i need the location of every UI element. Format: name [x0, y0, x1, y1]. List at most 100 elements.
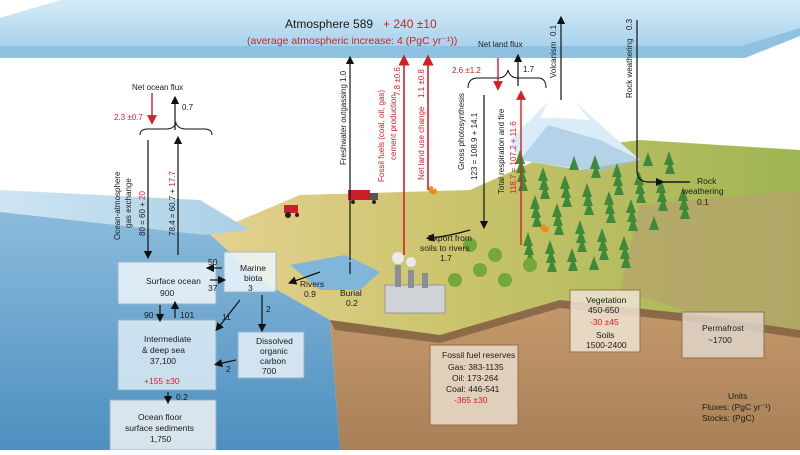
- marine-biota-value: 3: [248, 283, 253, 293]
- fossil-reserves-oil: Oil: 173-264: [452, 373, 499, 383]
- export-value: 1.7: [440, 253, 452, 263]
- flux-arrows: [139, 15, 690, 405]
- export-label-2: soils to rivers: [420, 243, 470, 253]
- burial-value: 0.2: [346, 298, 358, 308]
- rock-weathering-side-value: 0.1: [697, 197, 709, 207]
- net-land-flux-up: 1.7: [523, 65, 535, 74]
- atmosphere-labels: Atmosphere 589 + 240 ±10 (average atmosp…: [247, 17, 457, 47]
- rivers-label: Rivers: [300, 279, 324, 289]
- doc-label-3: carbon: [260, 356, 286, 366]
- total-respiration-label: Total respiration and fire: [497, 108, 506, 194]
- volcano-icon: [510, 95, 640, 172]
- net-land-flux-label: Net land flux: [478, 40, 522, 49]
- rock-weathering-side-labels: Rock weathering 0.1: [681, 176, 724, 207]
- svg-text:78.4 = 60.7 + 17.7: 78.4 = 60.7 + 17.7: [168, 170, 177, 236]
- marine-biota-label-2: biota: [244, 273, 263, 283]
- ocean-atm-up-red: 17.7: [168, 170, 177, 186]
- marine-biota-box: [223, 251, 277, 293]
- net-ocean-flux-up: 0.7: [182, 103, 194, 112]
- fossil-reserves-box: [429, 344, 519, 426]
- export-label-1: Export from: [428, 233, 472, 243]
- ocean-atm-down-red: 20: [138, 191, 147, 200]
- forest-icon: [448, 150, 690, 287]
- vegetation-change: -30 ±45: [590, 317, 619, 327]
- atmosphere-avg-increase: (average atmospheric increase: 4 (PgC yr…: [247, 35, 457, 47]
- net-ocean-flux-label: Net ocean flux: [132, 83, 183, 92]
- deep-sea-change: +155 ±30: [144, 376, 180, 386]
- fire-icon: [428, 186, 549, 233]
- soils-value: 1500-2400: [586, 340, 627, 350]
- fossil-reserves-label: Fossil fuel reserves: [442, 350, 515, 360]
- ocean-stock-labels: Surface ocean 900 Marine biota 3 50 37 9…: [125, 257, 293, 444]
- svg-text:80 = 60 + 20: 80 = 60 + 20: [138, 191, 147, 236]
- soils-label: Soils: [596, 330, 614, 340]
- ocean-floor-label-1: Ocean floor: [138, 412, 182, 422]
- ocean-floor-label-2: surface sediments: [125, 423, 194, 433]
- factory-icon: [384, 252, 446, 314]
- ocean-floor-value: 1,750: [150, 434, 172, 444]
- permafrost-label: Permafrost: [702, 323, 744, 333]
- net-land-use-label: Net land use change: [417, 106, 426, 180]
- freshwater-outgassing-label: Freshwater outgassing: [339, 84, 348, 165]
- doc-box: [237, 331, 305, 379]
- units-stocks: Stocks: (PgC): [702, 413, 755, 423]
- surface-ocean-value: 900: [160, 288, 174, 298]
- truck-icon: [348, 190, 378, 204]
- gross-photosynthesis-label: Gross photosynthesis: [457, 93, 466, 170]
- ocean-atm-label-2: gas exchange: [124, 178, 133, 228]
- net-ocean-flux-labels: Net ocean flux 2.3 ±0.7 0.7: [114, 83, 194, 122]
- vertical-flux-labels: Freshwater outgassing 1.0 Fossil fuels (…: [339, 18, 634, 194]
- volcanism-value: 0.1: [549, 24, 558, 36]
- total-respiration-value: 118.7 = 107.2 + 11.6: [509, 121, 518, 194]
- fossil-fuels-label-1: Fossil fuels (coal, oil, gas): [377, 90, 386, 182]
- doc-label-1: Dissolved: [256, 336, 293, 346]
- flux-2b: 2: [226, 364, 231, 374]
- flux-50: 50: [208, 257, 218, 267]
- ocean-atm-up: 78.4 = 60.7 +: [168, 189, 177, 236]
- units-legend: Units Fluxes: (PgC yr⁻¹) Stocks: (PgC): [702, 391, 771, 423]
- rivers-burial-labels: Rivers 0.9 Burial 0.2: [300, 279, 362, 308]
- doc-value: 700: [262, 366, 276, 376]
- permafrost-box: [681, 311, 765, 359]
- fossil-reserves-gas: Gas: 383-1135: [448, 362, 504, 372]
- marine-biota-label-1: Marine: [240, 263, 266, 273]
- flux-11: 11: [222, 312, 231, 322]
- permafrost-value: ~1700: [708, 335, 732, 345]
- land-stock-labels: Fossil fuel reserves Gas: 383-1135 Oil: …: [442, 295, 744, 405]
- rivers-value: 0.9: [304, 289, 316, 299]
- volcanism-label: Volcanism: [549, 41, 558, 78]
- deep-sea-box: [117, 319, 217, 391]
- net-ocean-flux-down: 2.3 ±0.7: [114, 113, 143, 122]
- ocean-atm-labels: Ocean-atmosphere gas exchange 80 = 60 + …: [113, 170, 177, 240]
- deep-sea-label-1: Intermediate: [144, 334, 192, 344]
- fossil-reserves-change: -365 ±30: [454, 395, 488, 405]
- rock-weathering-side-2: weathering: [681, 186, 724, 196]
- units-fluxes: Fluxes: (PgC yr⁻¹): [702, 402, 771, 412]
- net-land-flux-down: 2.6 ±1.2: [452, 66, 481, 75]
- ocean-atm-label-1: Ocean-atmosphere: [113, 171, 122, 240]
- flux-0-2: 0.2: [176, 392, 188, 402]
- net-land-use-value: 1.1 ±0.8: [417, 69, 426, 98]
- surface-ocean-label: Surface ocean: [146, 276, 201, 286]
- rock-weathering-top-value: 0.3: [625, 18, 634, 30]
- vegetation-value: 450-650: [588, 305, 619, 315]
- fossil-fuels-label-2: cement production: [389, 94, 398, 160]
- flux-101: 101: [180, 310, 194, 320]
- fossil-reserves-coal: Coal: 446-541: [446, 384, 500, 394]
- atmosphere-change: + 240 ±10: [383, 17, 437, 31]
- rock-weathering-top-label: Rock weathering: [625, 38, 634, 98]
- export-labels: Export from soils to rivers 1.7: [420, 233, 472, 263]
- freshwater-outgassing-value: 1.0: [339, 70, 348, 82]
- atmosphere-band: [0, 0, 800, 58]
- flux-37: 37: [208, 283, 218, 293]
- burial-label: Burial: [340, 288, 362, 298]
- atmosphere-label: Atmosphere 589: [285, 17, 373, 31]
- vegetation-box: [569, 289, 641, 353]
- surface-ocean-box: [117, 261, 217, 305]
- ocean-floor-box: [109, 399, 217, 451]
- fossil-fuels-value: 7.8 ±0.6: [393, 67, 402, 96]
- flux-90: 90: [144, 310, 154, 320]
- rock-weathering-side-1: Rock: [697, 176, 717, 186]
